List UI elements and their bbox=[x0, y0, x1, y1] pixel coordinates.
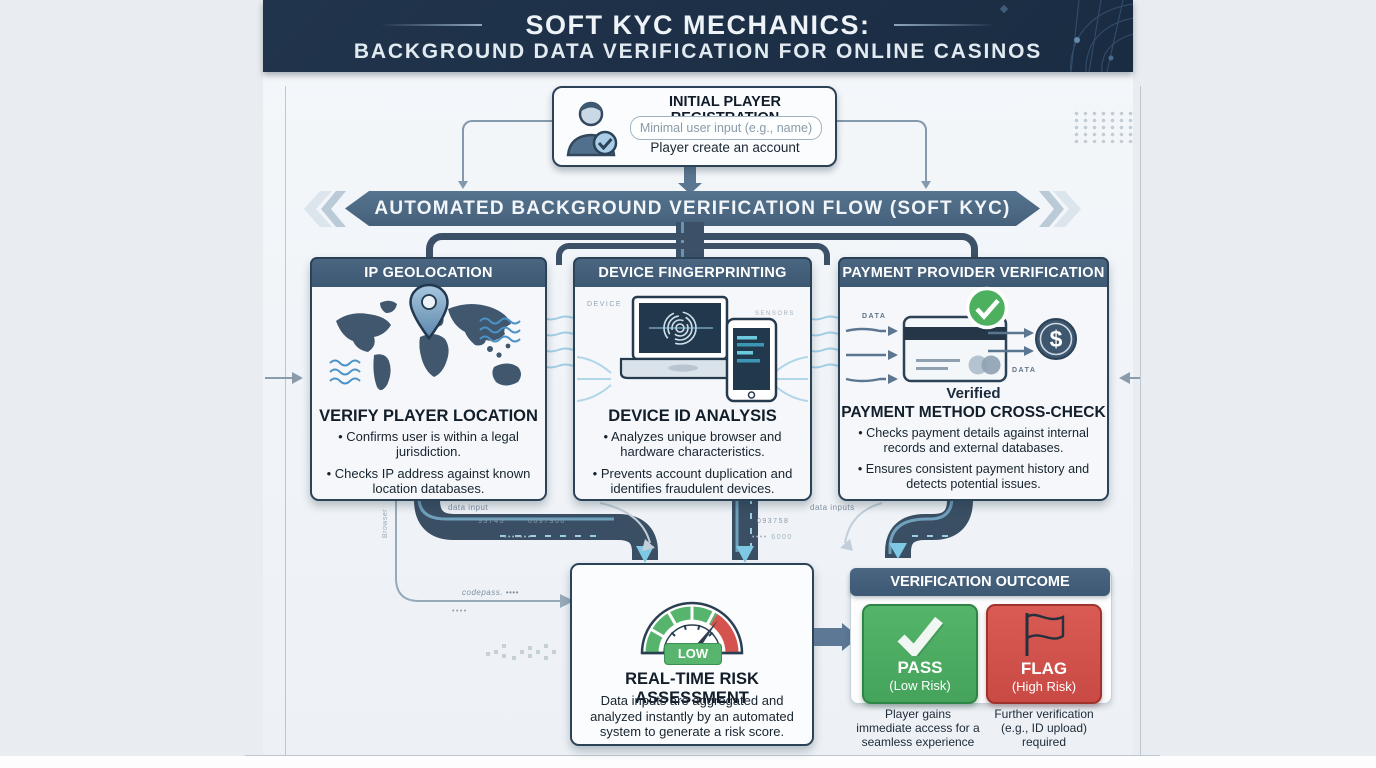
pipe-label-data-inputs: data inputs bbox=[810, 503, 855, 512]
pass-label: PASS bbox=[897, 658, 943, 677]
location-pin-icon bbox=[409, 283, 449, 341]
reg-arrow-center bbox=[684, 163, 696, 184]
device-tag-right: SENSORS bbox=[755, 311, 795, 317]
card-payment-verification: PAYMENT PROVIDER VERIFICATION DATA Verif… bbox=[838, 257, 1109, 501]
credit-card-icon bbox=[902, 315, 1008, 383]
risk-heading: REAL-TIME RISK ASSESSMENT bbox=[625, 670, 759, 707]
header-band bbox=[263, 0, 1133, 72]
verified-check-icon bbox=[965, 286, 1009, 330]
pipe-digits: 0697960 bbox=[528, 518, 566, 525]
pass-check-icon bbox=[897, 616, 944, 656]
outcome-header: VERIFICATION OUTCOME bbox=[850, 568, 1110, 596]
pipe-dots: ••••••• bbox=[504, 534, 532, 541]
chevrons-left-icon bbox=[304, 191, 346, 227]
card-ip-geolocation: IP GEOLOCATION VERIFY PLAYER LOCATION bbox=[310, 257, 547, 501]
card-device-heading: DEVICE ID ANALYSIS bbox=[608, 407, 777, 425]
branch-left-outer bbox=[426, 233, 697, 266]
pipe-label-data-input: data input bbox=[448, 503, 489, 512]
data-label-left: DATA bbox=[862, 313, 887, 320]
stream-left-icon bbox=[577, 356, 612, 402]
pipe-digits: 093758 bbox=[757, 518, 790, 525]
world-map-icon bbox=[329, 300, 521, 391]
device-tag-left: DEVICE bbox=[587, 301, 623, 308]
page-subtitle: BACKGROUND DATA VERIFICATION FOR ONLINE … bbox=[353, 40, 1043, 63]
player-avatar-icon bbox=[566, 101, 618, 157]
bottom-strip bbox=[0, 756, 1376, 768]
outcome-flag-card: FLAG (High Risk) bbox=[986, 604, 1102, 704]
card-ip-header: IP GEOLOCATION bbox=[310, 257, 547, 287]
card-risk-assessment: LOW REAL-TIME RISK ASSESSMENT Data input… bbox=[570, 563, 814, 746]
code-line-label: codepass. •••• bbox=[462, 588, 519, 597]
dollar-coin-icon: $ bbox=[1035, 318, 1077, 360]
risk-body-text: Data inputs are aggregated and analyzed … bbox=[590, 693, 794, 740]
flow-banner-label: AUTOMATED BACKGROUND VERIFICATION FLOW (… bbox=[374, 198, 1011, 219]
flag-sublabel: (High Risk) bbox=[1011, 679, 1077, 694]
reg-arrow-center-head bbox=[678, 183, 702, 194]
registration-input[interactable] bbox=[630, 116, 822, 140]
card-payment-bullet: Checks payment details against internal … bbox=[850, 426, 1097, 456]
pass-caption: Player gains immediate access for a seam… bbox=[856, 707, 980, 750]
card-ip-bullet: Checks IP address against known location… bbox=[322, 466, 535, 497]
left-frame-line bbox=[285, 86, 286, 755]
verified-caption: Verified bbox=[946, 385, 1001, 402]
page-title: SOFT KYC MECHANICS: bbox=[525, 10, 871, 40]
reg-arrow-right bbox=[921, 181, 931, 189]
data-arrows-right-icon bbox=[988, 328, 1034, 356]
chevrons-right-icon bbox=[1039, 191, 1081, 227]
bottom-frame-line bbox=[245, 755, 1160, 756]
registration-card: INITIAL PLAYER REGISTRATION Player creat… bbox=[552, 86, 837, 167]
card-ip-heading: VERIFY PLAYER LOCATION bbox=[319, 407, 538, 425]
card-ip-bullet: Confirms user is within a legal jurisdic… bbox=[322, 429, 535, 460]
code-line-dots: •••• bbox=[452, 608, 468, 615]
data-label-right: DATA bbox=[1012, 367, 1037, 374]
card-device-header: DEVICE FINGERPRINTING bbox=[573, 257, 812, 287]
flow-banner bbox=[345, 191, 1040, 226]
card-payment-heading: PAYMENT METHOD CROSS-CHECK bbox=[841, 404, 1106, 421]
card-device-bullet: Analyzes unique browser and hardware cha… bbox=[585, 429, 800, 460]
web-decoration-icon bbox=[999, 0, 1133, 72]
risk-gauge-icon bbox=[640, 601, 744, 660]
laptop-phone-icon bbox=[619, 295, 778, 403]
side-rotated-label: Browser bbox=[382, 508, 390, 539]
data-arrows-left-icon bbox=[845, 326, 898, 384]
right-frame-line bbox=[1140, 86, 1141, 755]
reg-arrow-left bbox=[458, 181, 468, 189]
branch-right-outer bbox=[690, 233, 978, 266]
branch-left-inner bbox=[556, 243, 696, 265]
card-device-fingerprinting: DEVICE FINGERPRINTING DEVICE SENSORS bbox=[573, 257, 812, 501]
pass-sublabel: (Low Risk) bbox=[889, 678, 951, 693]
registration-caption: Player create an account bbox=[650, 140, 800, 155]
reg-connector-left bbox=[462, 120, 554, 184]
flag-icon bbox=[1025, 613, 1065, 656]
card-device-bullet: Prevents account duplication and identif… bbox=[585, 466, 800, 497]
card-payment-header: PAYMENT PROVIDER VERIFICATION bbox=[838, 257, 1109, 287]
svg-text:$: $ bbox=[1050, 326, 1063, 352]
pipe-digits: 93743 bbox=[478, 518, 505, 525]
dot-grid-decoration bbox=[1072, 110, 1136, 143]
risk-low-badge: LOW bbox=[664, 643, 722, 665]
outcome-pass-card: PASS (Low Risk) bbox=[862, 604, 978, 704]
reg-connector-right bbox=[833, 120, 927, 184]
flag-label: FLAG bbox=[1020, 659, 1068, 678]
pipe-dots: •••• 6000 bbox=[752, 534, 793, 541]
header-dash-left bbox=[380, 24, 482, 26]
card-payment-bullet: Ensures consistent payment history and d… bbox=[850, 462, 1097, 492]
flag-caption: Further verification (e.g., ID upload) r… bbox=[994, 707, 1094, 750]
risk-to-outcome-arrow bbox=[814, 628, 842, 646]
branch-right-inner bbox=[690, 243, 830, 265]
